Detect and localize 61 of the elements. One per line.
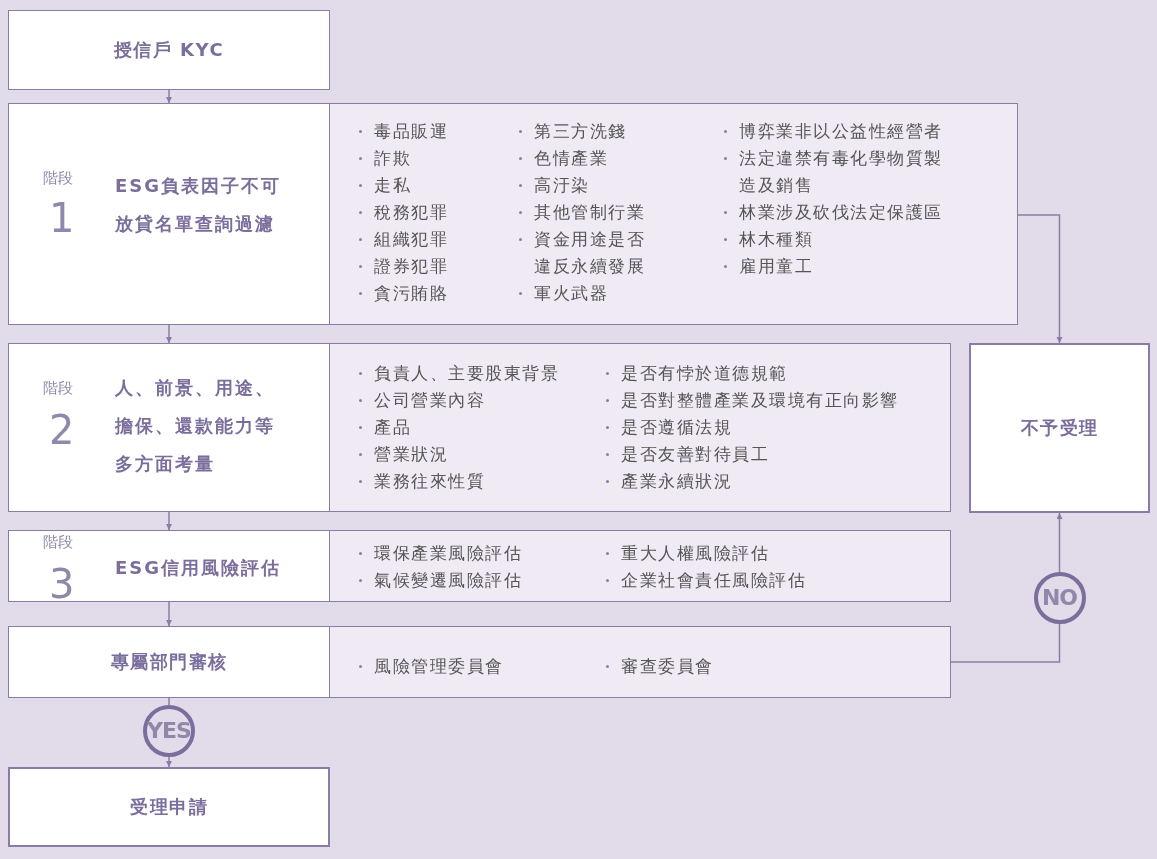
list-item: 產業永續狀況 xyxy=(606,468,936,495)
list-item: 環保產業風險評估 xyxy=(359,540,599,567)
list-item: 是否友善對待員工 xyxy=(606,441,936,468)
stage-number: 3 xyxy=(49,564,75,604)
arrow xyxy=(166,324,172,344)
list-item: 其他管制行業 xyxy=(519,199,647,226)
list-item: 高汙染 xyxy=(519,172,647,199)
list-item: 業務往來性質 xyxy=(359,468,599,495)
list-item: 稅務犯罪 xyxy=(359,199,509,226)
list-item: 氣候變遷風險評估 xyxy=(359,567,599,594)
list-item: 風險管理委員會 xyxy=(359,653,599,680)
list-item: 是否對整體產業及環境有正向影響 xyxy=(606,387,936,414)
arrow xyxy=(166,511,172,531)
list-item: 組織犯罪 xyxy=(359,226,509,253)
stage-box xyxy=(8,343,330,512)
list-item: 詐欺 xyxy=(359,145,509,172)
list-item: 林木種類 xyxy=(724,226,950,253)
list-item: 是否遵循法規 xyxy=(606,414,936,441)
stage-number: 2 xyxy=(49,410,75,450)
list-item: 公司營業內容 xyxy=(359,387,599,414)
list-item: 產品 xyxy=(359,414,599,441)
list-item: 負責人、主要股東背景 xyxy=(359,360,599,387)
list-item: 林業涉及砍伐法定保護區 xyxy=(724,199,950,226)
arrow xyxy=(166,89,172,104)
list-item: 毒品販運 xyxy=(359,118,509,145)
list-item: 企業社會責任風險評估 xyxy=(606,567,936,594)
stage-label: 階段 xyxy=(43,379,73,398)
arrow xyxy=(1017,214,1063,344)
list-item: 色情產業 xyxy=(519,145,647,172)
edge-label: NO xyxy=(1033,571,1086,624)
stage-title: ESG信用風險評估 xyxy=(115,556,283,580)
list-item: 營業狀況 xyxy=(359,441,599,468)
list-item: 資金用途是否違反永續發展 xyxy=(519,226,647,280)
list-item: 審查委員會 xyxy=(606,653,936,680)
process-box: 專屬部門審核 xyxy=(8,626,330,698)
stage-title: ESG負表因子不可放貸名單查詢過濾 xyxy=(115,174,283,236)
process-box: 授信戶 KYC xyxy=(8,10,330,90)
list-item: 博弈業非以公益性經營者 xyxy=(724,118,950,145)
stage-title: 人、前景、用途、擔保、還款能力等多方面考量 xyxy=(115,376,276,476)
process-box: 受理申請 xyxy=(8,767,330,847)
list-item: 第三方洗錢 xyxy=(519,118,647,145)
criteria-panel xyxy=(329,626,951,698)
criteria-panel xyxy=(329,343,951,512)
edge-label: YES xyxy=(143,704,195,757)
process-box: 不予受理 xyxy=(969,343,1150,513)
list-item: 法定違禁有毒化學物質製造及銷售 xyxy=(724,145,950,199)
list-item: 證券犯罪 xyxy=(359,253,509,280)
criteria-panel xyxy=(329,103,1018,325)
list-item: 雇用童工 xyxy=(724,253,950,280)
list-item: 貪污賄賂 xyxy=(359,280,509,307)
list-item: 軍火武器 xyxy=(519,280,647,307)
criteria-panel xyxy=(329,530,951,602)
stage-label: 階段 xyxy=(43,169,73,188)
list-item: 重大人權風險評估 xyxy=(606,540,936,567)
stage-box xyxy=(8,530,330,602)
list-item: 走私 xyxy=(359,172,509,199)
stage-label: 階段 xyxy=(43,533,73,552)
arrow xyxy=(166,601,172,627)
stage-number: 1 xyxy=(49,198,75,238)
stage-box xyxy=(8,103,330,325)
list-item: 是否有悖於道德規範 xyxy=(606,360,936,387)
